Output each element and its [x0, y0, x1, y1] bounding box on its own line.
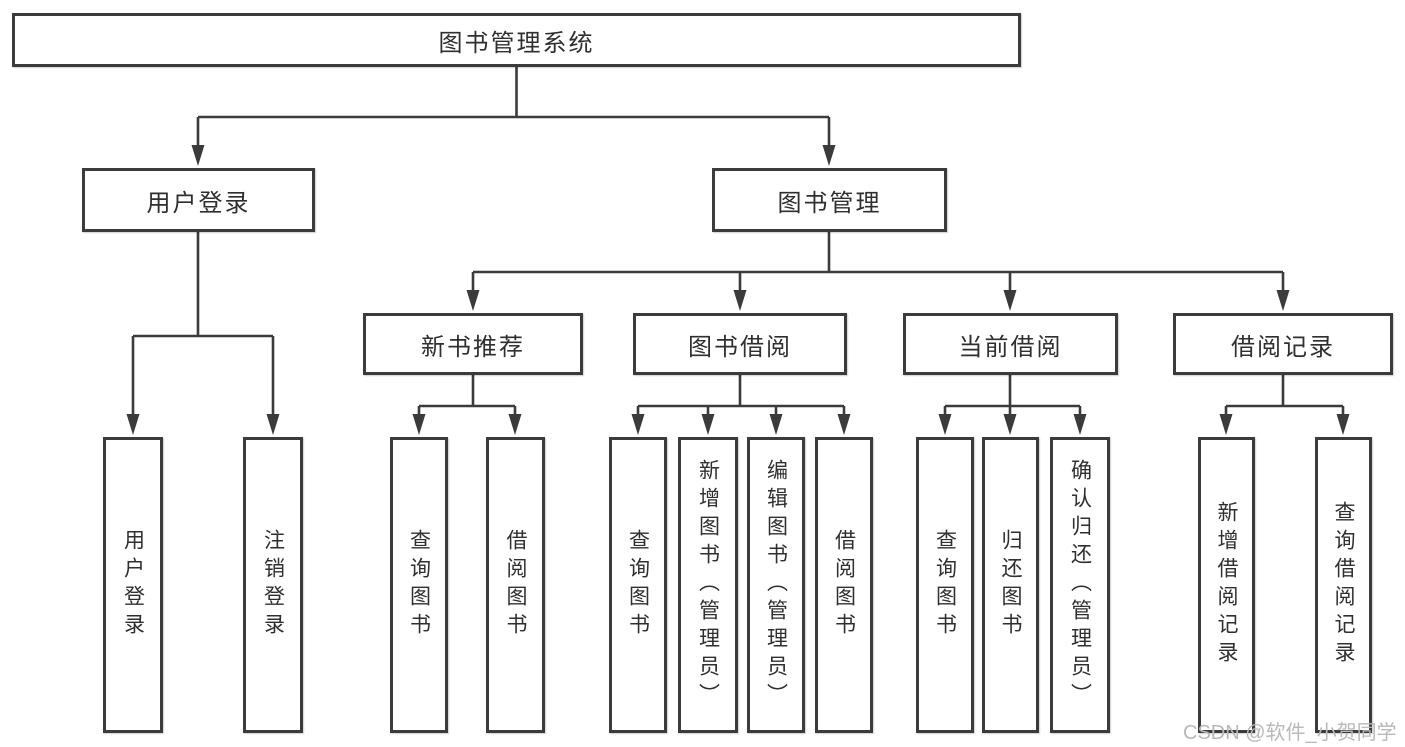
leaf-confirm-return-admin-label: 确认归还（管理员）: [1068, 459, 1092, 711]
leaf-query-books-recommend: 查询图书: [390, 437, 448, 733]
node-book-management: 图书管理: [712, 168, 947, 232]
leaf-logout-label: 注销登录: [261, 529, 285, 641]
node-book-borrowing-label: 图书借阅: [688, 333, 792, 361]
leaf-return-books: 归还图书: [982, 437, 1039, 733]
node-borrowing-records-label: 借阅记录: [1231, 333, 1335, 361]
leaf-borrow-books-recommend: 借阅图书: [486, 437, 545, 733]
current-borrowing-to-leaves-connector: [938, 375, 1087, 435]
leaf-query-books-recommend-label: 查询图书: [407, 529, 431, 641]
node-user-login-label: 用户登录: [146, 189, 251, 217]
leaf-edit-books-admin: 编辑图书（管理员）: [747, 437, 805, 733]
leaf-logout: 注销登录: [243, 437, 303, 733]
leaf-borrow-books-recommend-label: 借阅图书: [504, 529, 527, 641]
node-current-borrowing-label: 当前借阅: [958, 333, 1063, 361]
leaf-edit-books-admin-label: 编辑图书（管理员）: [764, 459, 788, 711]
leaf-query-books-borrow-label: 查询图书: [626, 529, 650, 641]
leaf-return-books-label: 归还图书: [999, 529, 1022, 641]
leaf-confirm-return-admin: 确认归还（管理员）: [1050, 437, 1110, 733]
leaf-query-books-current: 查询图书: [916, 437, 974, 733]
csdn-watermark: CSDN @软件_小贺同学: [1183, 722, 1397, 744]
leaf-add-books-admin-label: 新增图书（管理员）: [696, 459, 720, 711]
node-book-management-label: 图书管理: [777, 189, 882, 217]
node-current-borrowing: 当前借阅: [903, 313, 1118, 375]
node-borrowing-records: 借阅记录: [1173, 313, 1393, 375]
book-management-to-level3-connector: [466, 232, 1290, 311]
leaf-user-login-label: 用户登录: [121, 529, 145, 641]
leaf-query-books-current-label: 查询图书: [933, 529, 957, 641]
node-user-login: 用户登录: [82, 168, 315, 232]
leaf-query-borrow-record: 查询借阅记录: [1315, 437, 1372, 733]
new-book-recommendation-to-leaves-connector: [412, 375, 522, 435]
user-login-to-leaves-connector: [126, 232, 280, 435]
node-book-borrowing: 图书借阅: [633, 313, 847, 375]
borrowing-records-to-leaves-connector: [1219, 375, 1350, 435]
leaf-add-books-admin: 新增图书（管理员）: [678, 437, 738, 733]
leaf-add-borrow-record: 新增借阅记录: [1198, 437, 1255, 733]
root-to-level2-connector: [191, 67, 836, 166]
leaf-add-borrow-record-label: 新增借阅记录: [1215, 501, 1238, 669]
leaf-borrow-books: 借阅图书: [815, 437, 873, 733]
leaf-query-borrow-record-label: 查询借阅记录: [1332, 501, 1355, 669]
book-borrowing-to-leaves-connector: [631, 375, 851, 435]
node-root: 图书管理系统: [12, 13, 1021, 67]
node-new-book-recommendation: 新书推荐: [363, 313, 583, 375]
node-new-book-recommendation-label: 新书推荐: [421, 333, 525, 361]
leaf-borrow-books-label: 借阅图书: [832, 529, 856, 641]
node-root-label: 图书管理系统: [438, 29, 595, 57]
leaf-query-books-borrow: 查询图书: [609, 437, 667, 733]
leaf-user-login: 用户登录: [103, 437, 163, 733]
